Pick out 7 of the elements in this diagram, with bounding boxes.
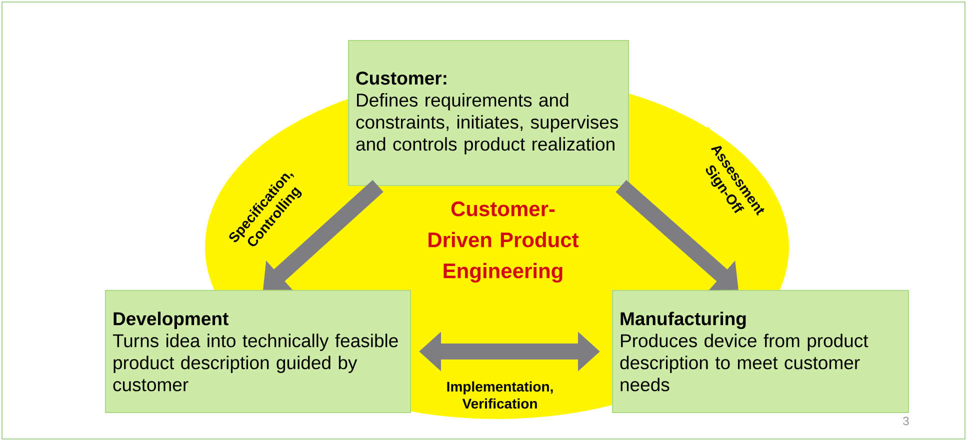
text-box: Development Turns idea into technically feasible product description guided by customer: [105, 290, 411, 413]
centre-title: Customer-Driven Product Engineering: [428, 201, 579, 283]
text-box: Customer: Defines requirements and constraints, initiates, supervises and controls product realization: [348, 40, 629, 186]
block-arrow: [263, 180, 384, 290]
block-arrow: [616, 180, 738, 290]
text-box: Manufacturing Produces device from product description to meet customer needs: [612, 290, 909, 413]
edge-label: Implementation, Verification: [440, 380, 560, 410]
